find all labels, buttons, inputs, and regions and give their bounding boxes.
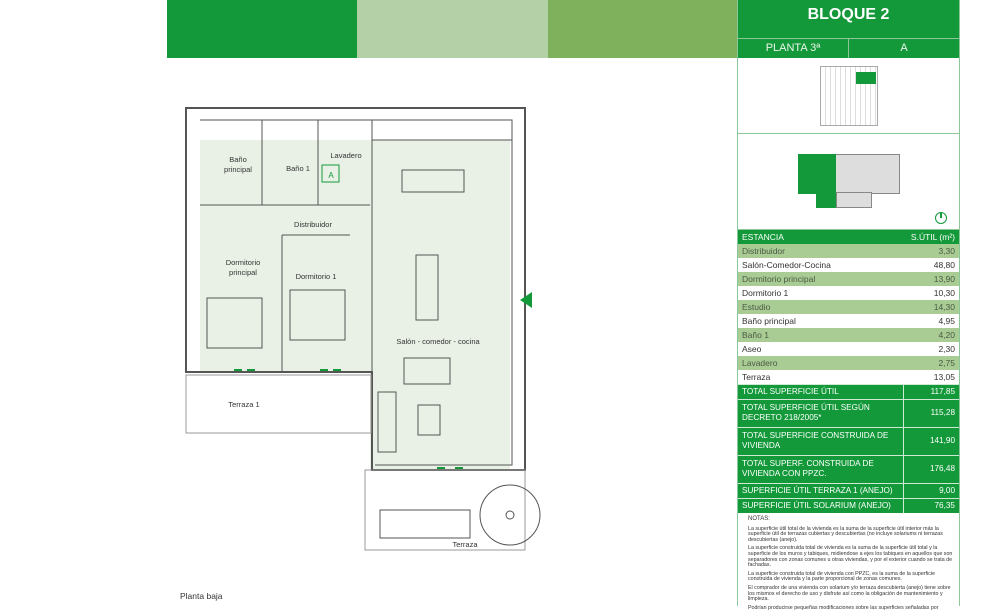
floor-label: Planta baja — [180, 591, 223, 601]
total-value: 115,28 — [902, 398, 959, 427]
note-item: El comprador de una vivienda con solariu… — [748, 584, 951, 603]
total-value: 117,85 — [902, 383, 959, 399]
note-item: Podrían producirse pequeñas modificacion… — [748, 604, 939, 611]
room-area: 48,80 — [903, 258, 959, 272]
total-label: SUPERFICIE ÚTIL SOLARIUM (ANEJO) — [738, 497, 903, 513]
header-band-light — [357, 0, 548, 58]
note-item: La superficie útil total de la vivienda … — [748, 525, 943, 543]
room-area: 14,30 — [903, 300, 959, 314]
block-title: BLOQUE 2 — [738, 0, 959, 38]
room-label-dormitorio-principal-1: Dormitorio — [226, 258, 261, 267]
room-label-salon: Salón - comedor - cocina — [396, 337, 480, 346]
room-area: 3,30 — [903, 244, 959, 258]
header-band-dark — [167, 0, 357, 58]
note-item: La superficie construida total de vivien… — [748, 570, 935, 583]
room-label-lavadero: Lavadero — [330, 151, 361, 160]
total-label: TOTAL SUPERFICIE ÚTIL — [738, 383, 903, 399]
room-label-bano-principal-1: Baño — [229, 155, 247, 164]
total-row: TOTAL SUPERF. CONSTRUIDA DE VIVIENDA CON… — [738, 454, 959, 483]
room-area: 13,05 — [903, 370, 959, 384]
floor-row: PLANTA 3ª A — [738, 38, 959, 58]
room-label-dormitorio-1: Dormitorio 1 — [296, 272, 337, 281]
total-label: SUPERFICIE ÚTIL TERRAZA 1 (ANEJO) — [738, 482, 903, 498]
note-item: La superficie construida total de vivien… — [748, 545, 953, 569]
total-row: TOTAL SUPERFICIE ÚTIL SEGÚN DECRETO 218/… — [738, 398, 959, 427]
total-label: TOTAL SUPERF. CONSTRUIDA DE VIVIENDA CON… — [738, 454, 903, 483]
room-name: Lavadero — [738, 356, 903, 370]
col-header-area: S.ÚTIL (m²) — [903, 230, 959, 244]
room-area: 4,20 — [903, 328, 959, 342]
col-header-room: ESTANCIA — [738, 230, 903, 244]
room-name: Dormitorio 1 — [738, 286, 903, 300]
total-value: 9,00 — [902, 482, 959, 498]
room-label-dormitorio-principal-2: principal — [229, 268, 257, 277]
room-name: Estudio — [738, 300, 903, 314]
room-name: Baño principal — [738, 314, 903, 328]
room-area: 2,75 — [903, 356, 959, 370]
room-label-terraza-1: Terraza 1 — [228, 400, 259, 409]
room-area: 2,30 — [903, 342, 959, 356]
room-area: 4,95 — [903, 314, 959, 328]
header-band-mid — [548, 0, 737, 58]
room-name: Salón-Comedor-Cocina — [738, 258, 903, 272]
room-area: 10,30 — [903, 286, 959, 300]
total-row: SUPERFICIE ÚTIL TERRAZA 1 (ANEJO)9,00 — [738, 482, 959, 498]
room-label-distribuidor: Distribuidor — [294, 220, 332, 229]
total-label: TOTAL SUPERFICIE CONSTRUIDA DE VIVIENDA — [738, 426, 903, 455]
room-name: Terraza — [738, 370, 903, 384]
floor-key-plan — [738, 134, 959, 230]
total-value: 176,48 — [902, 454, 959, 483]
room-name: Distribuidor — [738, 244, 903, 258]
unit-letter: A — [900, 42, 908, 54]
room-label-bano-1: Baño 1 — [286, 164, 310, 173]
room-name: Aseo — [738, 342, 903, 356]
room-area: 13,90 — [903, 272, 959, 286]
notes-title: NOTAS: — [748, 516, 770, 522]
compass-icon — [935, 212, 947, 224]
floor-number: PLANTA 3ª — [738, 39, 849, 58]
total-label: TOTAL SUPERFICIE ÚTIL SEGÚN DECRETO 218/… — [738, 398, 903, 427]
unit-tag: A — [328, 171, 334, 180]
building-key-plan — [738, 58, 959, 134]
room-name: Dormitorio principal — [738, 272, 903, 286]
floor-plan: A Baño principal Baño 1 Lavadero Distrib… — [180, 107, 541, 601]
total-value: 76,35 — [902, 497, 959, 513]
total-value: 141,90 — [902, 426, 959, 455]
room-label-bano-principal-2: principal — [224, 165, 252, 174]
notes: NOTAS: La superficie útil total de la vi… — [738, 513, 959, 611]
room-name: Baño 1 — [738, 328, 903, 342]
total-row: SUPERFICIE ÚTIL SOLARIUM (ANEJO)76,35 — [738, 497, 959, 513]
room-label-terraza: Terraza — [452, 540, 478, 549]
